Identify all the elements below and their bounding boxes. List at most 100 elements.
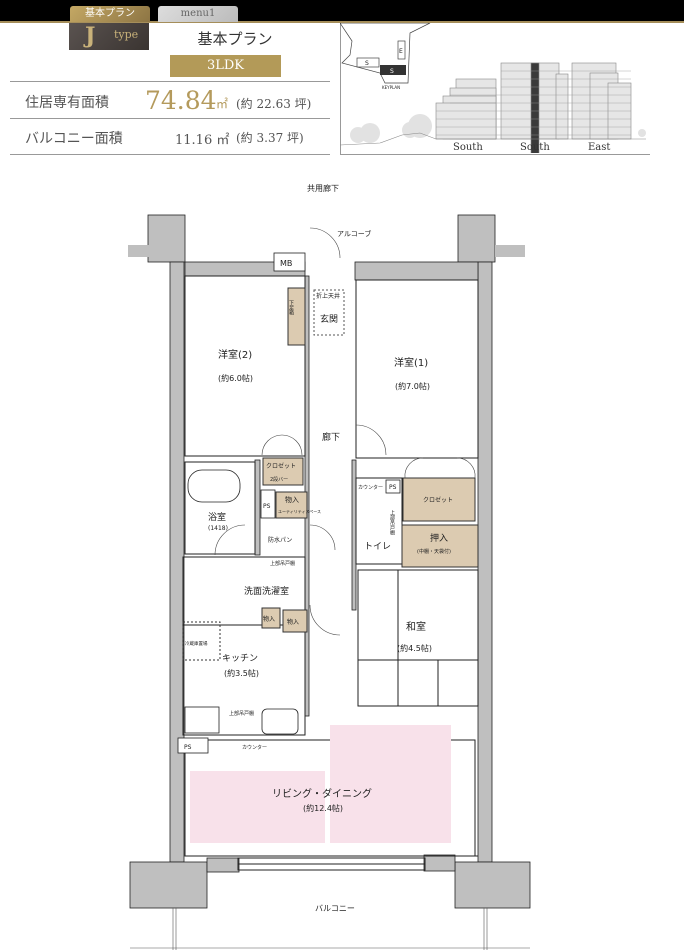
- divider: [10, 81, 330, 82]
- kitchen-size: (約3.5帖): [224, 668, 259, 678]
- door-swings: [214, 227, 476, 636]
- layout-badge: 3LDK: [170, 55, 281, 77]
- kitchen-name: キッチン: [222, 653, 258, 664]
- tab-basic-plan[interactable]: 基本プラン: [70, 6, 150, 22]
- block-s2-label: S: [390, 68, 394, 75]
- shoe-cabinet-label: 下足箱: [288, 300, 294, 316]
- storage-2-label: 物入: [287, 618, 299, 626]
- ps-label-1: PS: [263, 503, 271, 510]
- corridor-label: 共用廊下: [307, 183, 339, 193]
- oshiire-name: 押入: [430, 532, 448, 544]
- ps-box-1: [260, 489, 276, 519]
- balcony-area-value: 11.16 ㎡: [175, 133, 230, 148]
- bath-size: (1418): [208, 525, 228, 532]
- storage-utility: [275, 491, 308, 519]
- oshiire-note: (中棚・天袋付): [417, 548, 451, 555]
- area-value: 74.84: [145, 86, 217, 115]
- type-letter: J: [85, 23, 96, 49]
- block-s1-label: S: [365, 60, 369, 67]
- ps-label-2: PS: [389, 484, 397, 491]
- storage-2: [282, 609, 308, 633]
- balcony-label: バルコニー: [315, 904, 355, 913]
- divider: [340, 23, 341, 154]
- hall-label: 廊下: [322, 431, 340, 443]
- building-east: [571, 62, 632, 140]
- fridge-label: 冷蔵庫置場: [185, 640, 208, 647]
- bar-label: 2段バー: [270, 476, 288, 483]
- divider: [0, 21, 684, 23]
- alcove-label: アルコーブ: [337, 229, 371, 238]
- block-s2: [380, 65, 406, 75]
- building-south-2: [500, 62, 569, 153]
- room1-size: (約7.0帖): [395, 381, 430, 391]
- closet-a: [262, 457, 304, 486]
- closet-a-label: クロゼット: [266, 462, 296, 470]
- divider: [10, 118, 330, 119]
- tree-icon: [350, 114, 646, 143]
- mb-label: MB: [280, 259, 292, 268]
- washitsu-name: 和室: [406, 620, 426, 633]
- storage-boxes: [261, 287, 479, 633]
- type-badge: J type: [69, 23, 149, 50]
- tab-menu1[interactable]: menu1: [158, 6, 238, 22]
- kitchen-counter-label: カウンター: [242, 744, 267, 751]
- area-label: 住居専有面積: [25, 95, 109, 111]
- washroom-label: 洗面洗濯室: [244, 585, 289, 597]
- ld-size: (約12.4帖): [303, 803, 343, 813]
- highlighted-unit-column: [530, 62, 540, 153]
- ld-area-right: [330, 725, 451, 843]
- area-unit: ㎡: [216, 97, 229, 111]
- type-word: type: [114, 28, 139, 41]
- ground-line: [340, 132, 646, 146]
- keyplan-illustration: S E S KEYPLAN: [340, 23, 646, 153]
- building-label-south-2: South: [520, 142, 550, 153]
- toilet-counter-label: カウンター: [358, 484, 383, 491]
- keyplan-label: KEYPLAN: [382, 85, 400, 90]
- ceiling-outline: [313, 289, 345, 336]
- bathtub: [187, 469, 241, 503]
- room-outlines: [182, 275, 479, 871]
- site-outline: [340, 23, 431, 84]
- closet-b: [402, 477, 476, 522]
- block-e-label: E: [399, 48, 403, 55]
- fridge-space: [182, 621, 221, 661]
- stove: [184, 706, 220, 734]
- upper-cabinet-label: 上部吊戸棚: [270, 560, 295, 567]
- toilet-label: トイレ: [364, 542, 391, 552]
- building-label-east: East: [588, 142, 611, 153]
- plan-title: 基本プラン: [197, 30, 273, 48]
- storage-1-label: 物入: [263, 615, 275, 623]
- storage-utility-label: 物入: [285, 495, 299, 504]
- room2-size: (約6.0帖): [218, 373, 253, 383]
- block-e: [397, 40, 406, 60]
- pan-label: 防水パン: [268, 536, 292, 544]
- storage-1: [261, 607, 281, 629]
- closet-b-label: クロゼット: [423, 496, 453, 504]
- ld-area-left: [190, 771, 325, 843]
- utility-space-label: ユーティリティスペース: [278, 508, 321, 514]
- divider: [10, 154, 330, 155]
- balcony-rails: [130, 908, 530, 950]
- ps-box-2: [385, 479, 401, 494]
- building-floor-lines: [436, 70, 631, 136]
- room2-name: 洋室(2): [218, 348, 252, 361]
- area-tsubo: (約 22.63 坪): [236, 97, 312, 111]
- block-s1: [356, 57, 380, 68]
- kitchen-upper-cabinet-label: 上部吊戸棚: [229, 710, 254, 717]
- building-label-south-1: South: [453, 142, 483, 153]
- ps-label-3: PS: [184, 744, 192, 751]
- balcony-area-tsubo: (約 3.37 坪): [236, 131, 304, 145]
- sink: [261, 708, 299, 735]
- divider: [340, 154, 650, 155]
- entrance-label: 玄関: [320, 313, 338, 325]
- washitsu-size: (約4.5帖): [397, 643, 432, 653]
- shoe-cabinet: [287, 287, 306, 346]
- mb-box: [273, 252, 306, 272]
- toilet-upper-cabinet-label: 上部吊戸棚: [389, 509, 395, 536]
- ps-box-3: [177, 737, 209, 754]
- bath-name: 浴室: [208, 511, 226, 523]
- balcony-area-label: バルコニー面積: [25, 131, 123, 147]
- oshiire: [401, 524, 479, 568]
- ld-name: リビング・ダイニング: [272, 787, 372, 800]
